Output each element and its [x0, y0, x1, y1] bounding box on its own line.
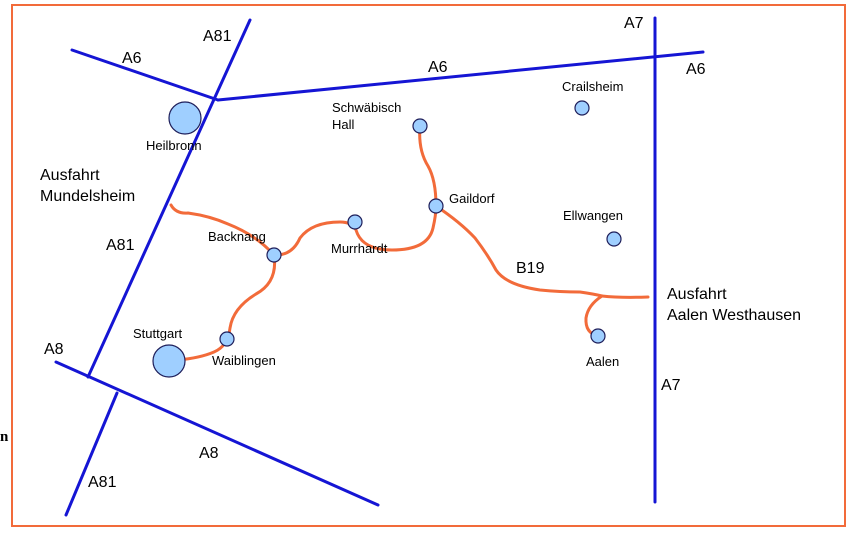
road-label-a6-middle: A6 [428, 59, 448, 76]
motorway-a6-west [70, 48, 220, 102]
road-label-b19: B19 [516, 260, 545, 277]
motorway-a8 [54, 360, 380, 507]
exit-label-mundelsheim-line2: Mundelsheim [40, 188, 135, 205]
city-label-murrhardt: Murrhardt [331, 241, 388, 256]
motorway-a6-east [216, 50, 705, 102]
motorway-a81-south [64, 391, 119, 517]
city-label-ellwangen: Ellwangen [563, 208, 623, 223]
exit-label-aalen-line1: Ausfahrt [667, 286, 727, 303]
road-label-a81-south: A81 [88, 474, 117, 491]
route-schwaebischhall-gaildorf [418, 124, 438, 208]
city-label-gaildorf: Gaildorf [449, 191, 495, 206]
city-label-heilbronn: Heilbronn [146, 138, 202, 153]
road-label-a81-north: A81 [203, 28, 232, 45]
exit-label-mundelsheim-line1: Ausfahrt [40, 167, 100, 184]
road-label-a8-south: A8 [199, 445, 219, 462]
route-backnang-murrhardt-gaildorf [272, 204, 438, 257]
edge-text-fragment: n [0, 429, 9, 445]
route-mundelsheim-backnang [169, 203, 276, 257]
city-marker-crailsheim [574, 100, 590, 116]
city-marker-aalen [590, 328, 606, 344]
city-marker-gaildorf [428, 198, 444, 214]
road-label-a7-south: A7 [661, 377, 681, 394]
city-label-schwaebisch-hall-line2: Hall [332, 117, 355, 132]
city-marker-backnang [266, 247, 282, 263]
city-label-crailsheim: Crailsheim [562, 79, 623, 94]
road-label-a81-middle: A81 [106, 237, 135, 254]
exit-label-aalen-line2: Aalen Westhausen [667, 307, 801, 324]
city-label-schwaebisch-hall-line1: Schwäbisch [332, 100, 401, 115]
city-label-backnang: Backnang [208, 229, 266, 244]
motorway-a81-north [86, 18, 252, 379]
road-label-a6-west: A6 [122, 50, 142, 67]
city-label-stuttgart: Stuttgart [133, 326, 183, 341]
road-label-a7-north: A7 [624, 15, 644, 32]
road-label-a8-west: A8 [44, 341, 64, 358]
route-backnang-waiblingen-stuttgart [176, 253, 277, 362]
city-marker-heilbronn [168, 101, 202, 135]
city-marker-schwaebisch-hall [412, 118, 428, 134]
city-label-aalen: Aalen [586, 354, 619, 369]
city-marker-ellwangen [606, 231, 622, 247]
map-border [11, 4, 846, 527]
city-label-waiblingen: Waiblingen [212, 353, 276, 368]
city-marker-stuttgart [152, 344, 186, 378]
city-marker-murrhardt [347, 214, 363, 230]
road-label-a6-east: A6 [686, 61, 706, 78]
city-marker-waiblingen [219, 331, 235, 347]
